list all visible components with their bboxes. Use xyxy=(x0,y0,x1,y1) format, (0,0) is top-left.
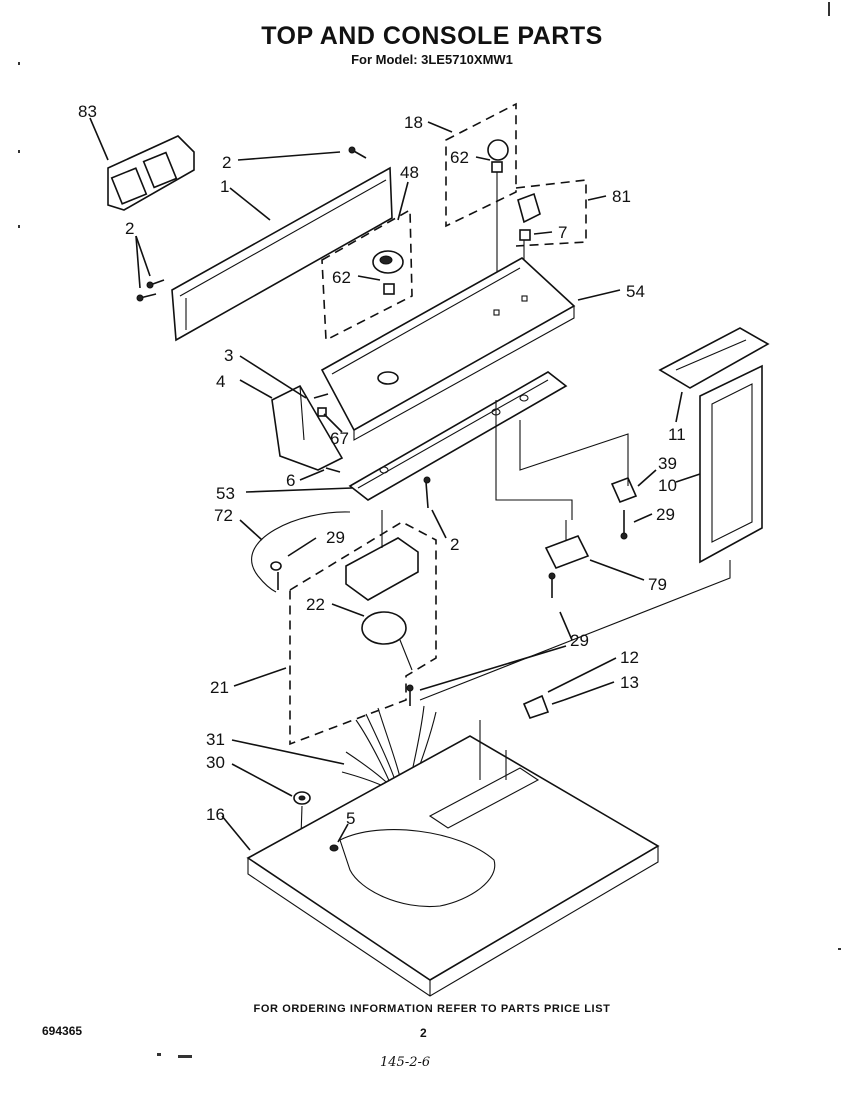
callout-7: 7 xyxy=(558,223,567,242)
callout-83: 83 xyxy=(78,102,97,121)
callout-67: 67 xyxy=(330,429,349,448)
callout-2-left: 2 xyxy=(125,219,134,238)
callout-2-mid: 2 xyxy=(450,535,459,554)
screws-lower xyxy=(406,684,565,719)
callout-72: 72 xyxy=(214,506,233,525)
callout-48: 48 xyxy=(400,163,419,182)
part-21-timer-group xyxy=(289,510,437,746)
callout-12: 12 xyxy=(620,648,639,667)
part-10-lint-housing xyxy=(699,364,763,564)
part-83-bezel xyxy=(107,135,195,211)
document-number: 694365 xyxy=(42,1024,83,1038)
part-18-knob-group xyxy=(445,102,517,318)
callout-2-top: 2 xyxy=(222,153,231,172)
ordering-note: FOR ORDERING INFORMATION REFER TO PARTS … xyxy=(253,1003,611,1015)
callout-81: 81 xyxy=(612,187,631,206)
callout-21: 21 xyxy=(210,678,229,697)
callout-16: 16 xyxy=(206,805,225,824)
callout-4: 4 xyxy=(216,372,225,391)
callout-39: 39 xyxy=(658,454,677,473)
callout-79: 79 xyxy=(648,575,667,594)
part-48-knob-group xyxy=(321,208,413,342)
callout-labels: 83 2 1 48 18 62 81 7 2 62 54 3 4 67 11 6… xyxy=(78,102,686,828)
part-39-bracket xyxy=(610,476,638,540)
callout-54: 54 xyxy=(626,282,645,301)
part-79-bracket xyxy=(544,520,590,598)
callout-5: 5 xyxy=(346,809,355,828)
callout-22: 22 xyxy=(306,595,325,614)
callout-29-lower: 29 xyxy=(570,631,589,650)
callout-30: 30 xyxy=(206,753,225,772)
part-1-console-panel xyxy=(171,166,393,342)
callout-3: 3 xyxy=(224,346,233,365)
page-number: 2 xyxy=(420,1026,427,1040)
callout-29-left: 29 xyxy=(326,528,345,547)
page-title: TOP AND CONSOLE PARTS xyxy=(261,22,603,50)
callout-62-top: 62 xyxy=(450,148,469,167)
part-54-console-top xyxy=(320,257,576,441)
part-53-control-bracket xyxy=(348,371,568,501)
part-16-main-top xyxy=(246,735,660,997)
callout-1: 1 xyxy=(220,177,229,196)
callout-10: 10 xyxy=(658,476,677,495)
callout-29-right: 29 xyxy=(656,505,675,524)
part-4-end-cap xyxy=(271,384,344,473)
part-72-wire xyxy=(251,511,351,593)
handwritten-annotation: 145-2-6 xyxy=(380,1055,431,1070)
callout-62-mid: 62 xyxy=(332,268,351,287)
callout-53: 53 xyxy=(216,484,235,503)
part-2-screws xyxy=(136,146,431,509)
callout-13: 13 xyxy=(620,673,639,692)
routing-lines xyxy=(419,400,731,780)
callout-6: 6 xyxy=(286,471,295,490)
model-subtitle: For Model: 3LE5710XMW1 xyxy=(351,52,513,67)
scan-specks xyxy=(18,2,841,1058)
part-11-lint-screen xyxy=(658,327,770,389)
callout-leaders xyxy=(89,117,701,851)
callout-11: 11 xyxy=(668,425,686,444)
callout-18: 18 xyxy=(404,113,423,132)
callout-31: 31 xyxy=(206,730,225,749)
